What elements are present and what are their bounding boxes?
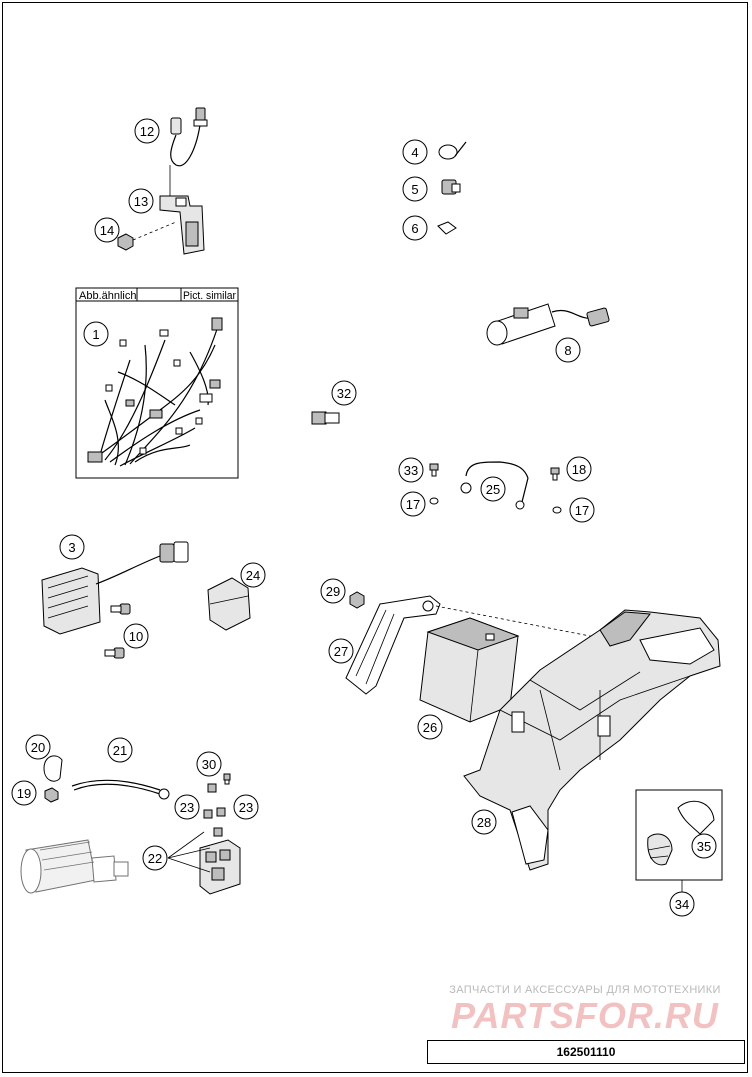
svg-text:13: 13 [134,194,148,209]
svg-text:1: 1 [92,327,99,342]
part-3-regulator [41,541,189,635]
svg-text:20: 20 [31,740,45,755]
svg-text:25: 25 [486,482,500,497]
svg-text:6: 6 [411,221,418,236]
callout-12: 12 [134,118,160,144]
callout-32: 32 [331,380,357,406]
callout-20: 20 [25,734,51,760]
svg-text:17: 17 [406,497,420,512]
part-33-screw [429,463,439,477]
box-header-right: Pict. similar [183,290,236,302]
svg-text:23: 23 [239,800,253,815]
callout-33: 33 [398,457,424,483]
svg-text:33: 33 [404,463,418,478]
callout-26: 26 [417,714,443,740]
callout-34: 34 [669,891,695,917]
part-code-box: 162501110 [427,1040,745,1064]
part-20-cap [43,755,63,782]
callout-4: 4 [402,139,428,165]
svg-text:8: 8 [564,343,571,358]
part-13-bracket [159,165,205,255]
callout-17-right: 17 [569,497,595,523]
svg-text:10: 10 [129,629,143,644]
svg-text:14: 14 [100,223,114,238]
part-32-connector [311,411,340,425]
callout-23-left: 23 [174,794,200,820]
callout-35: 35 [691,833,717,859]
callout-28: 28 [471,809,497,835]
part-code: 162501110 [556,1045,616,1059]
part-30-screw [223,773,231,785]
svg-text:32: 32 [337,386,351,401]
callout-6: 6 [402,215,428,241]
callout-23-right: 23 [233,794,259,820]
svg-text:30: 30 [202,757,216,772]
part-17-washer-right [552,506,562,514]
callout-24: 24 [240,562,266,588]
callout-10: 10 [123,623,149,649]
callout-1: 1 [83,321,109,347]
svg-text:19: 19 [17,786,31,801]
svg-text:21: 21 [113,743,127,758]
watermark-logo: PARTSFOR.RU [451,995,719,1036]
svg-text:34: 34 [675,897,689,912]
part-23-fuse-left [203,783,217,819]
svg-text:27: 27 [334,644,348,659]
svg-text:18: 18 [572,462,586,477]
svg-text:29: 29 [326,584,340,599]
watermark-tagline: ЗАПЧАСТИ И АКСЕССУАРЫ ДЛЯ МОТОТЕХНИКИ [449,984,721,996]
callout-14: 14 [94,217,120,243]
svg-text:24: 24 [246,568,260,583]
svg-text:4: 4 [411,145,418,160]
part-4-cable-tie [438,141,467,160]
part-8-capacitor [486,303,610,346]
svg-text:3: 3 [68,540,75,555]
callout-13: 13 [128,188,154,214]
part-23-fuse-right [213,807,226,837]
part-22-relay-box [167,831,241,895]
starter-motor [20,839,129,894]
part-18-screw [550,467,560,481]
svg-text:22: 22 [148,851,162,866]
callout-18: 18 [566,456,592,482]
part-24-cover [207,577,251,631]
callout-8: 8 [555,337,581,363]
watermark: ЗАПЧАСТИ И АКСЕССУАРЫ ДЛЯ МОТОТЕХНИКИ PA… [430,984,740,1035]
callout-5: 5 [402,176,428,202]
part-14-screw [117,221,177,251]
part-21-starter-cable [71,779,170,800]
part-35-socket [647,800,715,866]
part-19-nut [44,787,59,803]
callout-19: 19 [11,780,37,806]
part-28-rear-frame [463,609,721,871]
callouts: 1 3 4 5 6 8 10 12 13 14 17 17 18 19 20 2… [11,118,717,917]
part-29-nut [349,591,365,609]
callout-3: 3 [59,534,85,560]
part-25-ground-cable [460,461,529,510]
callout-22: 22 [142,845,168,871]
svg-text:28: 28 [477,815,491,830]
callout-25: 25 [480,476,506,502]
svg-text:26: 26 [423,720,437,735]
part-27-battery-holder [345,595,441,695]
part-5-clip [441,179,461,195]
callout-29: 29 [320,578,346,604]
svg-text:23: 23 [180,800,194,815]
svg-text:35: 35 [697,839,711,854]
part-12-switch [170,107,208,167]
svg-text:17: 17 [575,503,589,518]
part-1-wiring-harness [87,317,223,467]
callout-21: 21 [107,737,133,763]
callout-27: 27 [328,638,354,664]
callout-17-left: 17 [400,491,426,517]
box-header-left: Abb.ähnlich [79,290,137,302]
svg-text:5: 5 [411,182,418,197]
callout-30: 30 [196,751,222,777]
svg-text:12: 12 [140,124,154,139]
part-6-clip [437,221,457,235]
part-10-screws [104,603,131,659]
part-17-washer-left [429,497,439,505]
